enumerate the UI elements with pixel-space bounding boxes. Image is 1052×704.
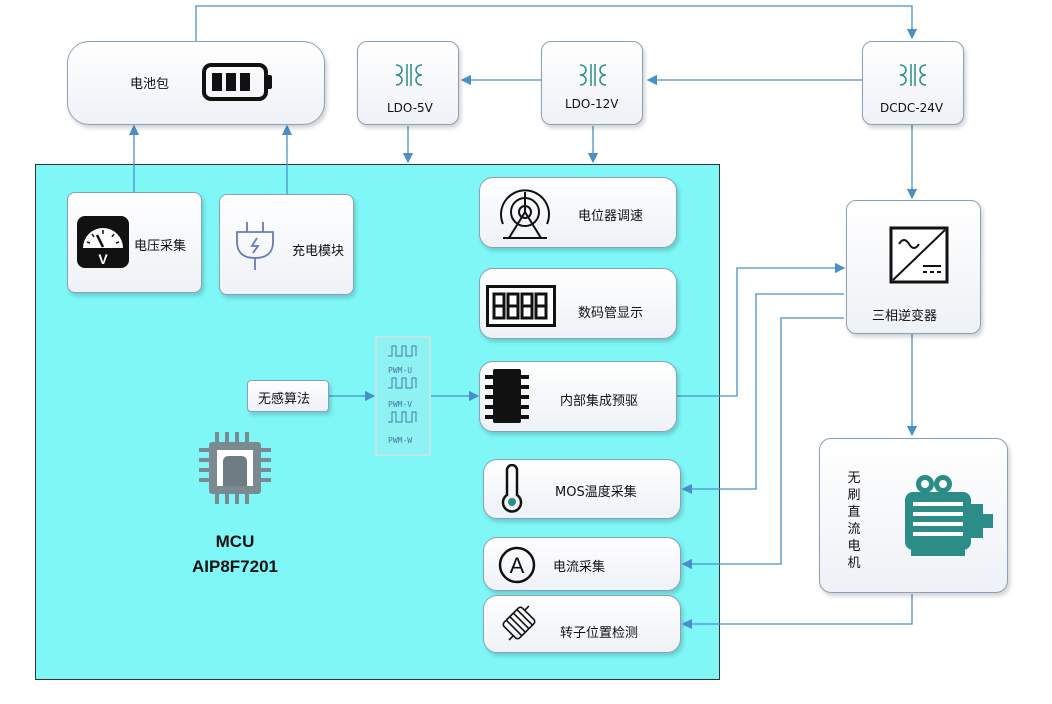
rotor-label: 转子位置检测 xyxy=(560,626,639,641)
inverter-icon xyxy=(889,226,949,284)
inverter-box xyxy=(846,200,981,334)
inverter-label: 三相逆变器 xyxy=(872,309,938,324)
potentiometer-label: 电位器调速 xyxy=(578,209,644,224)
mcu-name: MCU xyxy=(215,532,255,551)
rotor-coil-icon xyxy=(502,605,536,641)
battery-label: 电池包 xyxy=(130,77,170,92)
transformer-icon xyxy=(899,64,927,86)
voltmeter-icon: V xyxy=(77,216,129,268)
sensorless-box xyxy=(247,380,329,412)
battery-icon xyxy=(202,63,272,101)
seven-segment-icon xyxy=(486,285,556,327)
ldo-5v-label: LDO-5V xyxy=(387,101,433,115)
potentiometer-icon xyxy=(500,189,550,239)
transformer-icon xyxy=(579,64,607,86)
pwm-u-label: PWM-U xyxy=(388,366,413,375)
ldo-12v-box xyxy=(541,41,643,125)
charger-box xyxy=(219,194,354,295)
mos-temp-label: MOS温度采集 xyxy=(555,485,637,500)
svg-text:A: A xyxy=(510,553,525,578)
transformer-icon xyxy=(395,64,423,86)
dcdc-24v-box xyxy=(862,41,964,125)
plug-icon xyxy=(236,222,274,270)
pwm-waveform-icon xyxy=(388,345,417,423)
ammeter-icon: A xyxy=(498,546,536,584)
pwm-block xyxy=(375,336,431,456)
mcu-part-number: AIP8F7201 xyxy=(192,557,278,576)
battery-box xyxy=(67,41,325,125)
display-label: 数码管显示 xyxy=(578,306,644,321)
ldo-12v-label: LDO-12V xyxy=(565,97,619,111)
ldo-5v-box xyxy=(357,41,459,125)
predriver-label: 内部集成预驱 xyxy=(560,394,639,409)
rotor-box xyxy=(483,595,681,653)
mcu-chip-icon xyxy=(199,432,271,504)
pwm-w-label: PWM-W xyxy=(388,436,413,445)
svg-text:V: V xyxy=(98,251,108,267)
pwm-v-label: PWM-V xyxy=(388,400,413,409)
current-label: 电流采集 xyxy=(553,560,606,575)
sensorless-label: 无感算法 xyxy=(258,392,311,407)
charger-label: 充电模块 xyxy=(292,244,345,259)
motor-icon xyxy=(905,475,993,556)
chip-icon xyxy=(485,369,529,423)
motor-label: 无刷直流电机 xyxy=(847,471,861,571)
dcdc-24v-label: DCDC-24V xyxy=(880,101,944,115)
voltage-label: 电压采集 xyxy=(134,239,187,254)
thermometer-icon xyxy=(501,464,523,513)
